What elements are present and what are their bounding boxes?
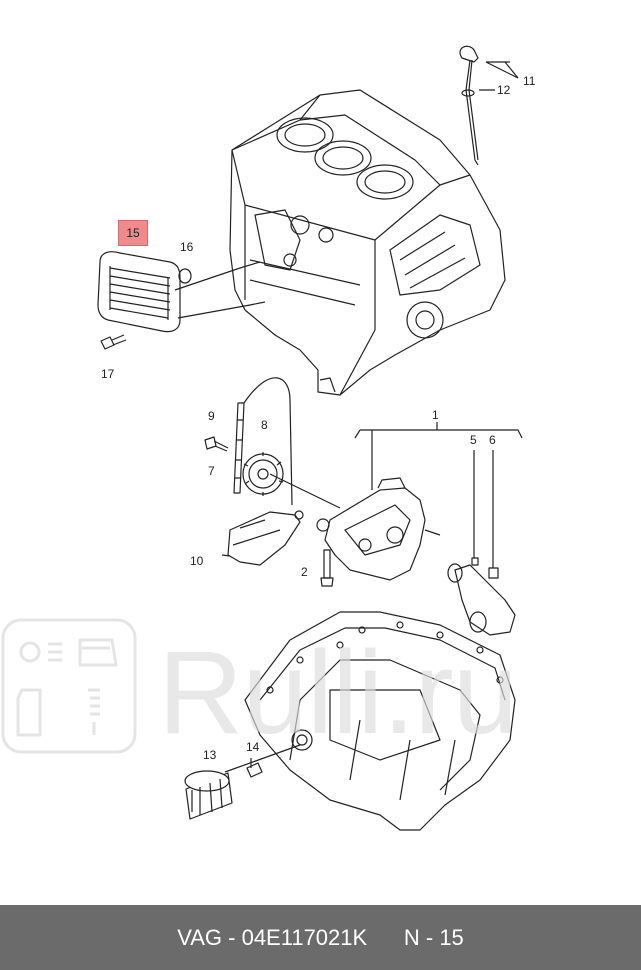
oil-pump-drawing (316, 477, 441, 581)
chain-cover-drawing (221, 510, 304, 566)
callout-2[interactable]: 2 (301, 565, 308, 579)
callout-11[interactable]: 11 (523, 74, 536, 88)
callout-7[interactable]: 7 (208, 464, 215, 478)
bolt-9-drawing (204, 436, 229, 452)
oil-filter-drawing (184, 744, 301, 820)
callout-1[interactable]: 1 (432, 408, 439, 422)
sprocket-drawing (242, 452, 341, 509)
drain-plug-drawing (246, 758, 263, 778)
callout-8[interactable]: 8 (261, 418, 268, 432)
part-number-footer: VAG - 04E117021K N - 15 (0, 905, 641, 970)
callout-12[interactable]: 12 (497, 83, 511, 97)
part-reference: N - 15 (403, 924, 464, 950)
parts-exploded-diagram (1, 45, 523, 831)
dipstick-drawing (459, 45, 519, 166)
o-ring-drawing (178, 268, 192, 284)
chain-drawing (233, 377, 293, 506)
footer-spacer (367, 925, 404, 951)
part-code: VAG - 04E117021K (177, 924, 368, 950)
callout-13[interactable]: 13 (203, 748, 217, 762)
engine-block-drawing (229, 89, 506, 396)
callout-5[interactable]: 5 (470, 433, 477, 447)
oil-pan-drawing (244, 611, 516, 831)
bolt-17-drawing (100, 334, 127, 350)
callout-15-label: 15 (126, 226, 140, 240)
watermark-logo-drawing (1, 618, 137, 754)
callout-15-highlight[interactable]: 15 (118, 220, 148, 246)
callout-10[interactable]: 10 (190, 554, 204, 568)
callout-14[interactable]: 14 (246, 740, 260, 754)
callout-6[interactable]: 6 (489, 433, 496, 447)
callout-17[interactable]: 17 (101, 367, 115, 381)
callout-16[interactable]: 16 (180, 240, 194, 254)
callout-9[interactable]: 9 (208, 409, 215, 423)
intake-pipe-drawing (447, 450, 516, 636)
bolt-2-drawing (320, 549, 334, 587)
watermark-text: Rulli.ru (158, 627, 518, 759)
oil-cooler-drawing (97, 251, 266, 333)
